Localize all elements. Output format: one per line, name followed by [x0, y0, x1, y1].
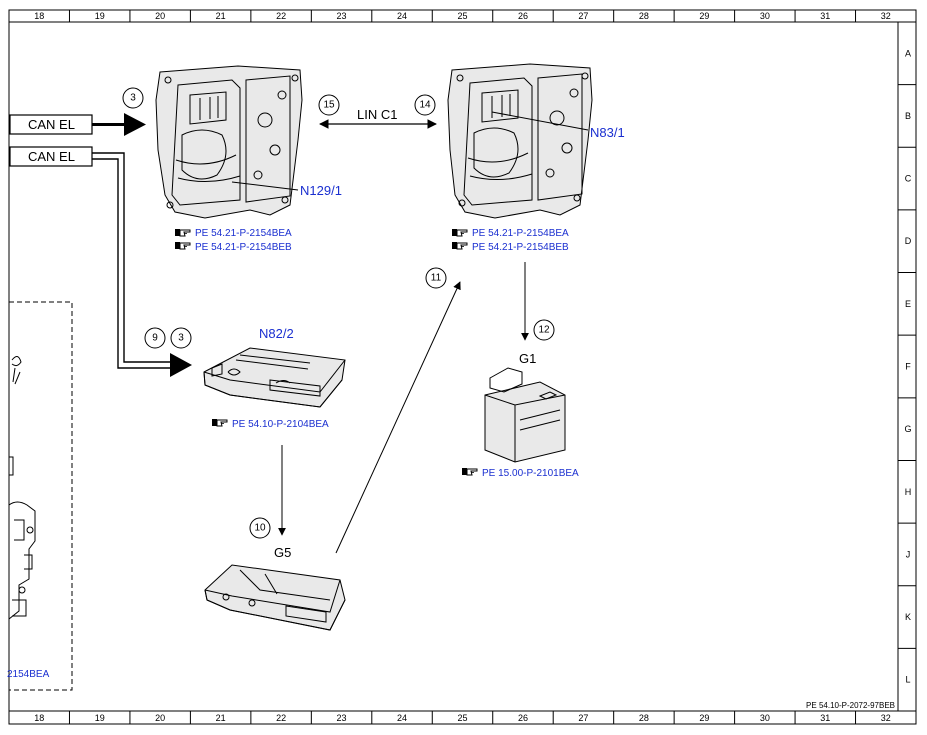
column-number-top: 28 [639, 11, 649, 21]
component-g5-label: G5 [274, 545, 291, 560]
row-letter: B [905, 111, 911, 121]
ref-n83-1-a[interactable]: PE 54.21-P-2154BEA [472, 228, 569, 239]
column-number-bottom: 27 [578, 713, 588, 723]
component-g5: G5 [204, 545, 346, 631]
arrow-g5-to-n83-1 [335, 281, 461, 554]
signal-can-el-1-label: CAN EL [28, 117, 75, 132]
arrow-head-can-el-2 [170, 353, 192, 377]
callout-15: 15 [318, 94, 340, 116]
column-number-bottom: 22 [276, 713, 286, 723]
column-number-top: 18 [34, 11, 44, 21]
connection-lines [278, 262, 529, 554]
row-letter: F [905, 362, 911, 372]
column-number-top: 23 [337, 11, 347, 21]
column-number-bottom: 30 [760, 713, 770, 723]
signal-can-el-1: CAN EL [9, 113, 146, 136]
ref-n129-1-a[interactable]: PE 54.21-P-2154BEA [195, 228, 292, 239]
ref-g1[interactable]: PE 15.00-P-2101BEA [482, 468, 579, 479]
row-letter: C [905, 174, 912, 184]
row-letter: K [905, 612, 911, 622]
column-number-bottom: 24 [397, 713, 407, 723]
row-letter: H [905, 487, 912, 497]
column-number-top: 21 [216, 11, 226, 21]
component-n82-2-label: N82/2 [259, 326, 294, 341]
column-number-top: 24 [397, 11, 407, 21]
row-letter: D [905, 236, 912, 246]
column-number-top: 25 [457, 11, 467, 21]
callout-3b: 3 [170, 327, 192, 349]
column-number-bottom: 26 [518, 713, 528, 723]
left-partial-ref: 2154BEA [7, 669, 50, 680]
signal-can-el-2-label: CAN EL [28, 149, 75, 164]
signal-lin-c1: LIN C1 [319, 107, 437, 129]
column-number-bottom: 29 [699, 713, 709, 723]
component-n83-1-label: N83/1 [590, 125, 625, 140]
column-number-bottom: 25 [457, 713, 467, 723]
column-number-top: 29 [699, 11, 709, 21]
column-number-top: 19 [95, 11, 105, 21]
column-number-bottom: 19 [95, 713, 105, 723]
row-letter: J [906, 549, 911, 559]
signal-lin-c1-label: LIN C1 [357, 107, 397, 122]
svg-text:12: 12 [538, 325, 550, 336]
svg-text:11: 11 [431, 273, 442, 284]
column-scale-top: 18 19 20 21 22 23 24 25 26 27 28 29 30 31 32 [34, 10, 891, 22]
svg-text:15: 15 [323, 100, 335, 111]
signal-can-el-2: CAN EL [9, 146, 192, 377]
column-number-bottom: 20 [155, 713, 165, 723]
column-number-bottom: 32 [881, 713, 891, 723]
column-number-top: 20 [155, 11, 165, 21]
column-scale-bottom: 18 19 20 21 22 23 24 25 26 27 28 29 30 31 32 [34, 711, 891, 724]
pointing-hand-icon [452, 228, 468, 237]
column-number-top: 32 [881, 11, 891, 21]
component-n82-2: N82/2 PE 54.10-P-2104BEA [203, 326, 346, 430]
svg-text:3: 3 [130, 93, 136, 104]
column-number-top: 31 [820, 11, 830, 21]
column-number-top: 27 [578, 11, 588, 21]
column-number-bottom: 21 [216, 713, 226, 723]
svg-text:10: 10 [254, 523, 266, 534]
ref-n129-1-b[interactable]: PE 54.21-P-2154BEB [195, 242, 292, 253]
left-partial-box: 2154BEA [7, 301, 73, 691]
column-number-bottom: 23 [337, 713, 347, 723]
svg-text:9: 9 [152, 333, 158, 344]
callouts: 3 15 14 9 3 11 12 10 [122, 87, 555, 539]
pointing-hand-icon [452, 241, 468, 250]
row-letter: G [904, 424, 911, 434]
component-g1: G1 PE 15.00-P-2101BEA [462, 351, 579, 479]
column-number-top: 22 [276, 11, 286, 21]
column-number-bottom: 18 [34, 713, 44, 723]
component-n83-1: N83/1 PE 54.21-P-2154BEA PE 54.21-P-2154… [447, 63, 625, 253]
row-letter: L [905, 675, 910, 685]
callout-3a: 3 [122, 87, 144, 109]
svg-text:14: 14 [419, 100, 431, 111]
callout-11: 11 [425, 267, 447, 289]
row-scale-right: A B C D E F G H J K L [898, 48, 916, 685]
column-number-bottom: 31 [820, 713, 830, 723]
pointing-hand-icon [175, 241, 191, 250]
svg-text:3: 3 [178, 333, 184, 344]
document-id: PE 54.10-P-2072-97BEB [806, 701, 895, 710]
callout-12: 12 [533, 319, 555, 341]
ref-n82-2[interactable]: PE 54.10-P-2104BEA [232, 419, 329, 430]
ref-n83-1-b[interactable]: PE 54.21-P-2154BEB [472, 242, 569, 253]
callout-14: 14 [414, 94, 436, 116]
column-number-bottom: 28 [639, 713, 649, 723]
callout-9: 9 [144, 327, 166, 349]
callout-10: 10 [249, 517, 271, 539]
drawing-frame [8, 9, 917, 725]
component-g1-label: G1 [519, 351, 536, 366]
pointing-hand-icon [462, 467, 478, 476]
pointing-hand-icon [212, 418, 228, 427]
column-number-top: 26 [518, 11, 528, 21]
column-number-top: 30 [760, 11, 770, 21]
component-n129-1: N129/1 PE 54.21-P-2154BEA PE 54.21-P-215… [155, 65, 342, 253]
component-n129-1-label: N129/1 [300, 183, 342, 198]
row-letter: E [905, 299, 911, 309]
row-letter: A [905, 48, 911, 58]
pointing-hand-icon [175, 228, 191, 237]
arrow-head-can-el-1 [124, 113, 146, 136]
